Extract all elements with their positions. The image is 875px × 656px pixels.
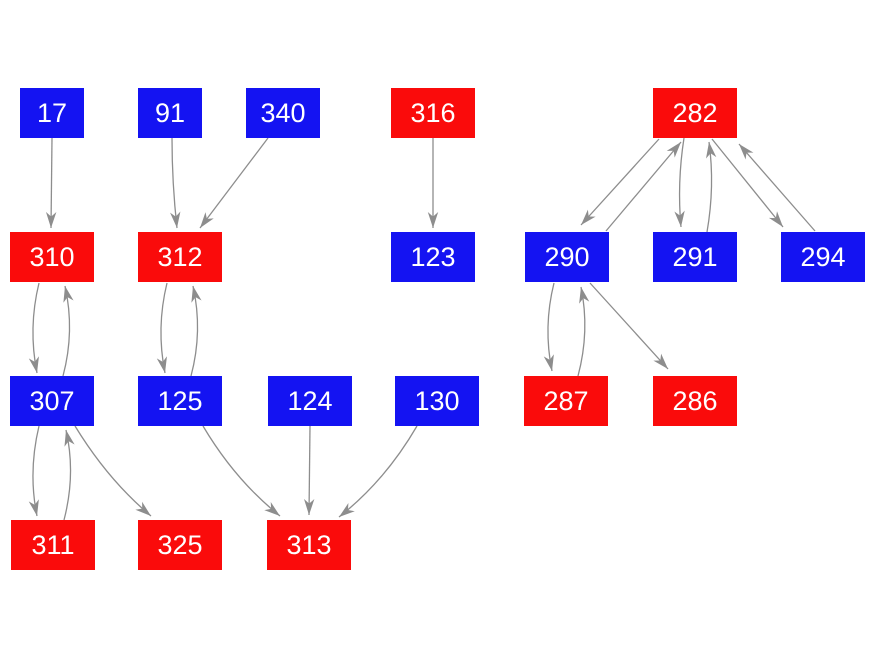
node-box — [138, 232, 222, 282]
node-label: 130 — [414, 386, 459, 416]
node-17: 17 — [20, 88, 84, 138]
edge-282-294 — [711, 138, 784, 228]
node-box — [395, 376, 479, 426]
node-label: 286 — [672, 386, 717, 416]
node-label: 91 — [155, 98, 185, 128]
node-label: 325 — [157, 530, 202, 560]
edge-307-311 — [28, 425, 40, 517]
node-box — [781, 232, 865, 282]
node-box — [268, 376, 352, 426]
node-325: 325 — [138, 520, 222, 570]
edge-312-125 — [156, 282, 168, 374]
node-313: 313 — [267, 520, 351, 570]
edge-91-312 — [170, 137, 181, 229]
node-box — [267, 520, 351, 570]
edge-307-310 — [62, 285, 74, 377]
edge-340-312 — [199, 137, 269, 229]
node-label: 313 — [286, 530, 331, 560]
node-label: 291 — [672, 242, 717, 272]
node-label: 312 — [157, 242, 202, 272]
node-282: 282 — [653, 88, 737, 138]
node-label: 311 — [31, 530, 74, 560]
node-box — [10, 232, 94, 282]
edge-307-325 — [74, 425, 152, 517]
node-box — [391, 232, 475, 282]
node-311: 311 — [11, 520, 95, 570]
node-box — [20, 88, 84, 138]
node-label: 310 — [29, 242, 74, 272]
edge-290-282 — [605, 141, 682, 232]
node-307: 307 — [10, 376, 94, 426]
edge-125-313 — [202, 425, 281, 517]
node-310: 310 — [10, 232, 94, 282]
edge-294-282 — [738, 143, 816, 232]
node-box — [138, 520, 222, 570]
node-box — [524, 376, 608, 426]
node-box — [525, 232, 609, 282]
node-label: 340 — [260, 98, 305, 128]
node-label: 282 — [672, 98, 717, 128]
edge-layer — [28, 137, 816, 521]
edge-291-282 — [706, 141, 717, 233]
node-label: 125 — [157, 386, 202, 416]
node-label: 316 — [410, 98, 455, 128]
node-125: 125 — [138, 376, 222, 426]
edge-17-310 — [45, 137, 57, 229]
node-286: 286 — [653, 376, 737, 426]
node-label: 124 — [287, 386, 332, 416]
node-label: 123 — [410, 242, 455, 272]
node-340: 340 — [246, 88, 320, 138]
node-label: 307 — [29, 386, 74, 416]
node-box — [391, 88, 475, 138]
node-290: 290 — [525, 232, 609, 282]
node-287: 287 — [524, 376, 608, 426]
node-box — [653, 376, 737, 426]
node-130: 130 — [395, 376, 479, 426]
edge-124-313 — [303, 425, 315, 516]
node-123: 123 — [391, 232, 475, 282]
edge-125-312 — [190, 285, 202, 377]
node-91: 91 — [138, 88, 202, 138]
node-box — [138, 88, 202, 138]
node-box — [10, 376, 94, 426]
node-312: 312 — [138, 232, 222, 282]
node-316: 316 — [391, 88, 475, 138]
node-label: 294 — [800, 242, 845, 272]
edge-130-313 — [338, 425, 418, 518]
node-box — [653, 88, 737, 138]
node-box — [11, 520, 95, 570]
edge-282-290 — [580, 138, 660, 226]
node-box — [653, 232, 737, 282]
edge-282-291 — [674, 137, 685, 228]
node-box — [246, 88, 320, 138]
node-label: 290 — [544, 242, 589, 272]
node-label: 17 — [37, 98, 67, 128]
edge-310-307 — [28, 282, 40, 374]
node-294: 294 — [781, 232, 865, 282]
edge-311-307 — [63, 429, 75, 521]
node-124: 124 — [268, 376, 352, 426]
edge-287-290 — [577, 286, 590, 377]
node-label: 287 — [543, 386, 588, 416]
node-box — [138, 376, 222, 426]
edge-290-287 — [543, 282, 555, 372]
node-291: 291 — [653, 232, 737, 282]
node-layer: 17 91 340 316 282 310 312 123 290 291 294 307 125 124… — [10, 88, 865, 570]
edge-290-286 — [589, 282, 669, 370]
